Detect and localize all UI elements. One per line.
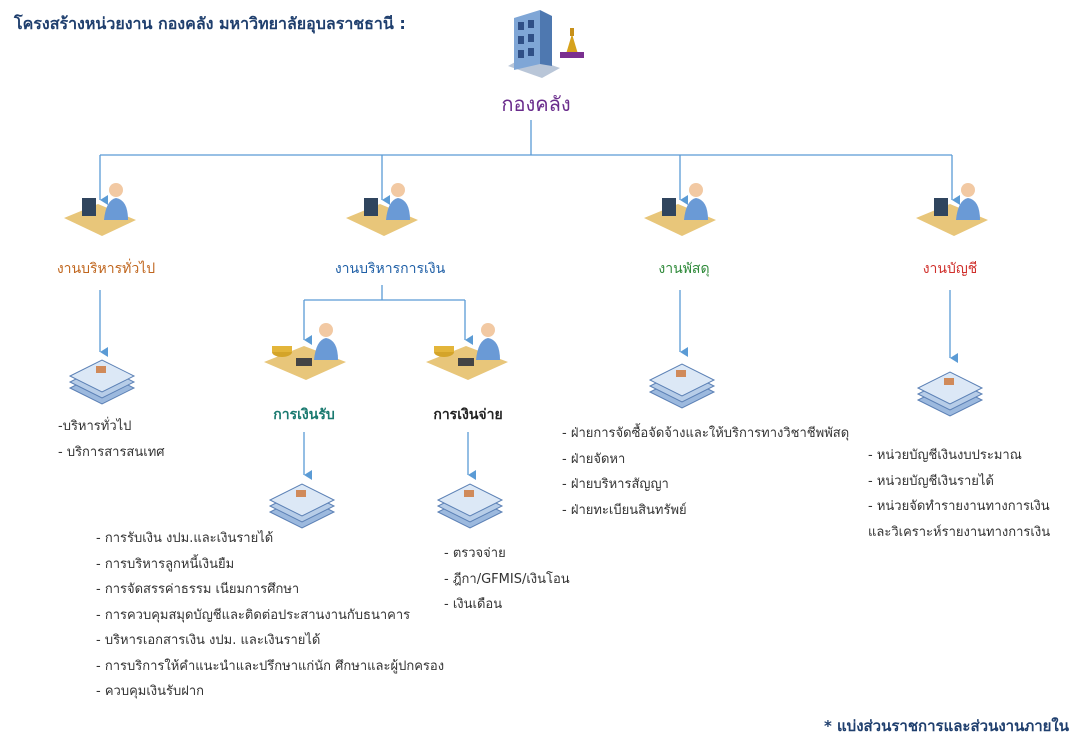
list-item: - ฝ่ายการจัดซื้อจัดจ้างและให้บริการทางวิ… — [562, 426, 850, 441]
building-icon — [500, 8, 590, 82]
root-label: กองคลัง — [501, 92, 571, 116]
list-item: - ตรวจจ่าย — [444, 546, 506, 561]
page-title: โครงสร้างหน่วยงาน กองคลัง มหาวิทยาลัยอุบ… — [14, 14, 406, 33]
list-item: - ควบคุมเงินรับฝาก — [96, 684, 205, 699]
list-item: - ฝ่ายจัดหา — [562, 451, 626, 467]
list-item: - การบริหารลูกหนี้เงินยืม — [96, 556, 235, 572]
document-stack-icon — [266, 476, 338, 538]
unit-label-finance: งานบริหารการเงิน — [334, 261, 446, 277]
list-item: - ฎีกา/GFMIS/เงินโอน — [444, 571, 570, 587]
person-at-computer-icon — [914, 180, 990, 242]
list-item: - การควบคุมสมุดบัญชีและติดต่อประสานงานกั… — [96, 607, 411, 623]
list-item: - เงินเดือน — [444, 597, 503, 612]
list-item: - หน่วยจัดทำรายงานทางการเงินและวิเคราะห์… — [868, 499, 1051, 540]
person-at-computer-icon — [62, 180, 138, 242]
list-item: - การจัดสรรค่าธรรม เนียมการศึกษา — [96, 582, 300, 597]
list-item: - การบริการให้คำแนะนำและปรึกษาแก่นัก ศึก… — [96, 658, 445, 674]
unit-label-general: งานบริหารทั่วไป — [56, 261, 156, 277]
list-item: - หน่วยบัญชีเงินรายได้ — [868, 473, 994, 489]
list-item: - การรับเงิน งปม.และเงินรายได้ — [96, 531, 274, 546]
document-stack-icon — [434, 476, 506, 538]
document-stack-icon — [66, 352, 138, 414]
subunit-label-recv: การเงินรับ — [273, 407, 335, 423]
list-item: - บริหารเอกสารเงิน งปม. และเงินรายได้ — [96, 633, 321, 648]
person-at-computer-icon — [344, 180, 420, 242]
list-item: - บริการสารสนเทศ — [58, 444, 165, 460]
footnote: * แบ่งส่วนราชการและส่วนงานภายใน — [823, 717, 1069, 735]
document-stack-icon — [646, 356, 718, 418]
list-item: - หน่วยบัญชีเงินงบประมาณ — [868, 448, 1022, 463]
list-item: - ฝ่ายทะเบียนสินทรัพย์ — [562, 502, 687, 518]
document-stack-icon — [914, 364, 986, 426]
unit-label-supply: งานพัสดุ — [658, 261, 710, 277]
list-supply: - ฝ่ายการจัดซื้อจัดจ้างและให้บริการทางวิ… — [562, 421, 849, 523]
list-pay: - ตรวจจ่าย - ฎีกา/GFMIS/เงินโอน - เงินเด… — [444, 541, 570, 618]
list-item: -บริหารทั่วไป — [58, 419, 132, 434]
list-account: - หน่วยบัญชีเงินงบประมาณ - หน่วยบัญชีเงิ… — [868, 443, 1068, 545]
person-at-computer-icon — [642, 180, 718, 242]
unit-label-account: งานบัญชี — [922, 261, 978, 277]
cashier-icon — [424, 320, 510, 386]
list-recv: - การรับเงิน งปม.และเงินรายได้ - การบริห… — [96, 526, 444, 705]
list-general: -บริหารทั่วไป - บริการสารสนเทศ — [58, 414, 165, 465]
list-item: - ฝ่ายบริหารสัญญา — [562, 477, 669, 492]
subunit-label-pay: การเงินจ่าย — [433, 407, 503, 423]
cashier-icon — [262, 320, 348, 386]
